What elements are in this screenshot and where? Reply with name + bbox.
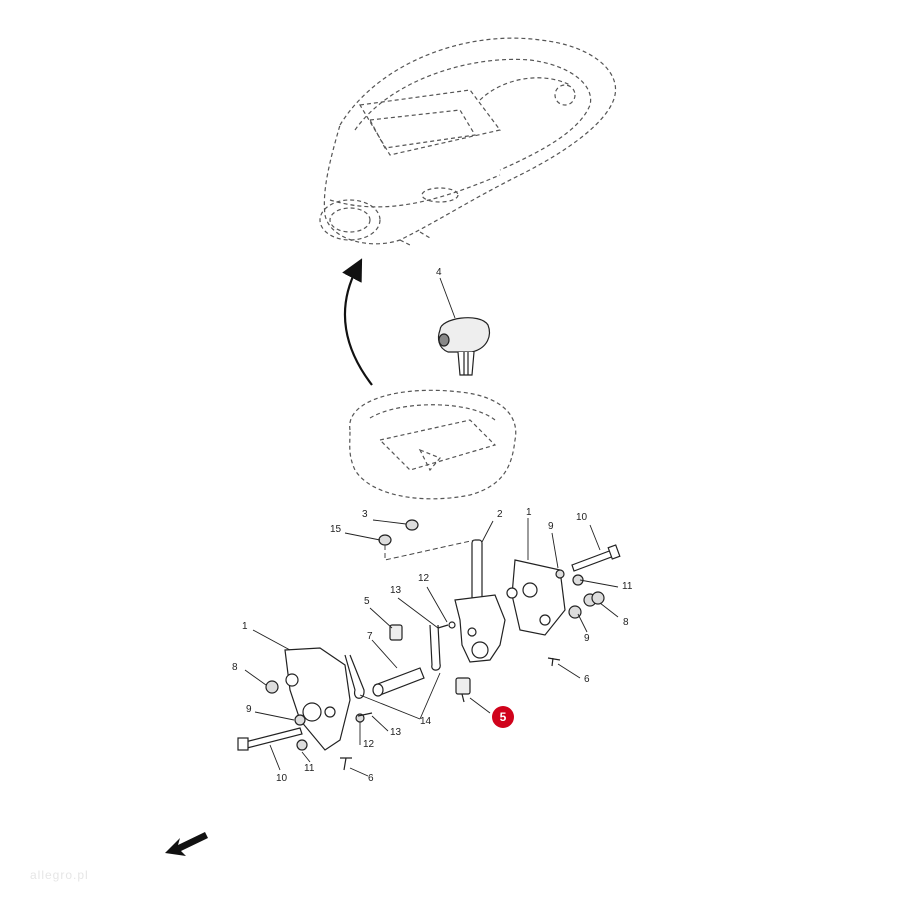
curved-arrow (342, 258, 373, 386)
dashed-mount-line (384, 539, 476, 561)
gear-boot-surround (349, 389, 517, 500)
label-11-right: 11 (622, 581, 633, 592)
label-10-left: 10 (276, 773, 288, 784)
label-1-left: 1 (242, 621, 248, 632)
label-13-bottom: 13 (390, 727, 402, 738)
highlighted-part-5-badge[interactable]: 5 (492, 706, 514, 728)
center-console-dashed-outline (319, 37, 617, 246)
nuts-top (378, 519, 419, 546)
label-2: 2 (497, 509, 503, 520)
label-9-right-top: 9 (548, 521, 554, 532)
label-12-top: 12 (418, 573, 430, 584)
right-bracket (506, 559, 566, 636)
watermark: allegro.pl (30, 868, 89, 882)
label-5-left: 5 (364, 596, 370, 607)
label-9-left: 9 (246, 704, 252, 715)
label-13-top: 13 (390, 585, 402, 596)
label-1-right: 1 (526, 507, 532, 518)
leader-lines (244, 277, 619, 777)
label-14: 14 (420, 716, 432, 727)
shift-knob (437, 317, 491, 376)
label-8-right: 8 (623, 617, 629, 628)
label-11-left: 11 (304, 763, 315, 774)
label-9-right-bottom: 9 (584, 633, 590, 644)
pivot-shaft (372, 667, 425, 697)
label-10-right: 10 (576, 512, 588, 523)
clips (389, 624, 471, 703)
label-15: 15 (330, 524, 342, 535)
torsion-springs (344, 624, 441, 699)
left-bracket (284, 647, 351, 751)
right-bolt (571, 544, 621, 572)
label-6-right: 6 (584, 674, 590, 685)
small-screws (357, 621, 456, 717)
label-7: 7 (367, 631, 373, 642)
label-12-bottom: 12 (363, 739, 375, 750)
label-3: 3 (362, 509, 368, 520)
left-hardware (265, 680, 365, 771)
label-4: 4 (436, 267, 442, 278)
label-6-left: 6 (368, 773, 374, 784)
left-bolt (237, 727, 303, 751)
label-8-left: 8 (232, 662, 238, 673)
gear-lever-assembly (454, 539, 506, 663)
orientation-arrow (165, 832, 208, 856)
